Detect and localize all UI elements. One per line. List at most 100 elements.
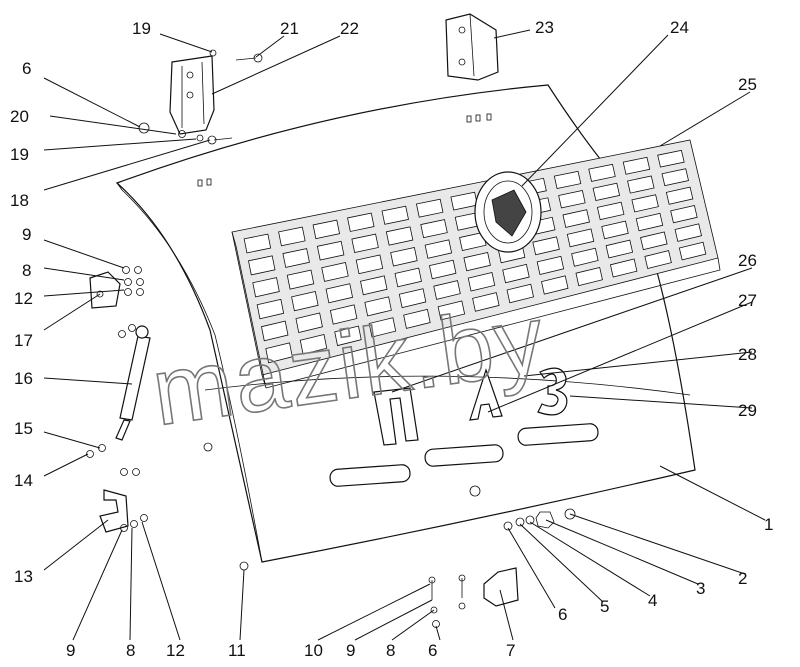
- callout-number: 28: [738, 345, 757, 364]
- grille-cell: [596, 201, 625, 221]
- grille-cell: [605, 239, 634, 259]
- grille-cell: [252, 277, 280, 298]
- callout-number: 12: [14, 289, 33, 308]
- grille-cell: [385, 226, 414, 246]
- grille-cell: [635, 212, 664, 232]
- grille-cell: [661, 168, 689, 187]
- grille-cell: [601, 220, 629, 240]
- callout-number: 26: [738, 251, 757, 270]
- grille-cell: [312, 219, 341, 240]
- callout-number: 9: [346, 641, 355, 660]
- callout-number: 19: [132, 19, 151, 38]
- callout-number: 13: [14, 567, 33, 586]
- callout-number: 24: [670, 18, 689, 37]
- grille-cell: [467, 272, 496, 292]
- grille-cell: [506, 283, 535, 304]
- grille-cell: [532, 236, 560, 256]
- callout-number: 10: [304, 641, 323, 660]
- callout-number: 7: [506, 641, 515, 660]
- grille-cell: [398, 288, 427, 309]
- callout-number: 9: [22, 225, 31, 244]
- grille-cell: [541, 275, 569, 295]
- callout-number: 6: [428, 641, 437, 660]
- grille-cell: [368, 317, 397, 338]
- letter-badges: П: [373, 367, 568, 446]
- grille-cell: [265, 342, 293, 364]
- callout-number: 1: [764, 515, 773, 534]
- grille-cell: [592, 182, 621, 201]
- grille-cell: [321, 262, 349, 282]
- callout-number: 3: [696, 579, 705, 598]
- leader-lines: [43, 29, 766, 641]
- grille-cell: [347, 212, 375, 232]
- grille-cell: [415, 198, 444, 218]
- grille-cell: [627, 175, 655, 194]
- grille-cell: [502, 263, 530, 284]
- grille-cell: [390, 246, 418, 267]
- grille-cell: [670, 205, 698, 224]
- callout-number: 21: [280, 19, 299, 38]
- bracket-17: [89, 271, 121, 309]
- callout-number: 23: [535, 18, 554, 37]
- panel-slots: [329, 423, 599, 487]
- grille-cell: [622, 156, 651, 175]
- grille-cell: [553, 170, 582, 190]
- fastener-hardware: [86, 49, 576, 628]
- grille-cell: [571, 247, 599, 267]
- grille-cell: [334, 325, 362, 347]
- grille-cell: [657, 149, 685, 168]
- callout-number: 9: [66, 641, 75, 660]
- grille-cell: [381, 205, 409, 225]
- callout-number: 19: [10, 145, 29, 164]
- grille-cell: [364, 296, 392, 317]
- grille-cell: [291, 291, 319, 312]
- grille-cell: [299, 334, 328, 355]
- emblem-badge: [474, 171, 542, 253]
- callout-number: 5: [600, 597, 609, 616]
- grille-cell: [536, 255, 565, 275]
- grille-cell: [282, 248, 310, 268]
- grille-cell: [248, 255, 276, 276]
- callout-number: 27: [738, 291, 757, 310]
- grille-cell: [665, 186, 694, 205]
- grille-cell: [394, 267, 422, 288]
- callout-number: 29: [738, 401, 757, 420]
- callout-number: 18: [10, 191, 29, 210]
- callout-number: 8: [22, 261, 31, 280]
- callout-number: 11: [228, 641, 246, 660]
- callout-number: 8: [386, 641, 395, 660]
- grille-cell: [351, 233, 379, 254]
- grille-cell: [631, 194, 659, 213]
- callout-number: 2: [738, 569, 747, 588]
- grille-cell: [437, 300, 466, 321]
- bracket-13: [99, 489, 129, 533]
- grille-cell: [360, 275, 388, 296]
- grille-cell: [256, 298, 285, 320]
- callout-number: 20: [10, 107, 29, 126]
- callout-number: 6: [22, 59, 31, 78]
- grille-cell: [243, 233, 272, 254]
- grille-cell: [316, 240, 345, 261]
- grille-cell: [428, 259, 457, 280]
- hinge-23: [445, 13, 499, 81]
- grille-cell: [329, 304, 358, 325]
- grille-cell: [644, 250, 672, 269]
- grille-cell: [295, 312, 323, 333]
- callout-number: 15: [14, 419, 33, 438]
- grille-cell: [424, 239, 453, 259]
- callout-number: 4: [648, 591, 657, 610]
- grille-cell: [575, 266, 603, 287]
- bracket-7: [483, 567, 519, 607]
- grille-cell: [562, 209, 590, 228]
- grille-cell: [355, 254, 384, 275]
- gas-strut: [115, 325, 151, 441]
- grille-cell: [459, 231, 487, 252]
- grille-cell: [420, 219, 448, 239]
- callout-number: 6: [558, 605, 567, 624]
- grille-cell: [678, 241, 707, 261]
- callout-number: 22: [340, 19, 359, 38]
- grille-cell: [609, 258, 638, 278]
- grille-cell: [588, 163, 616, 182]
